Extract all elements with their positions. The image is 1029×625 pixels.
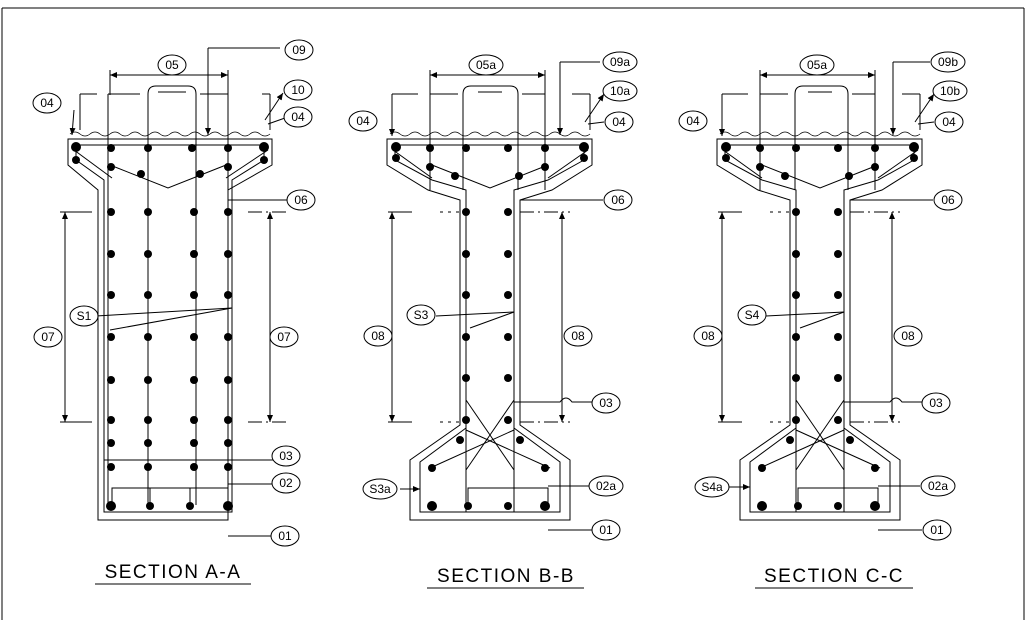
section-b-title: SECTION B-B	[437, 566, 575, 587]
section-a-outline	[67, 138, 273, 521]
tag-bubbles	[32, 39, 968, 547]
tag-c-height-left: 08	[701, 329, 715, 343]
tag-a-height-left: 07	[41, 330, 55, 344]
tag-b-link: 03	[599, 396, 613, 410]
tag-b-right-mid: 10a	[610, 84, 630, 98]
tag-labels: 05 04 09 10 04 06 07 07 S1 03 02 01 05a …	[40, 43, 960, 543]
tag-b-stirrup: S3	[414, 308, 429, 322]
section-c-c	[716, 61, 935, 531]
tag-a-height-right: 07	[277, 330, 291, 344]
tag-b-height-right: 08	[571, 329, 585, 343]
tag-c-right-mid: 10b	[940, 84, 960, 98]
tag-a-bottom-main: 01	[278, 529, 292, 543]
tag-a-top: 05	[165, 58, 179, 72]
tag-b-left-top: 04	[356, 114, 370, 128]
tag-c-web: 06	[941, 193, 955, 207]
section-a-title: SECTION A-A	[105, 562, 242, 583]
section-titles: SECTION A-A SECTION B-B SECTION C-C	[105, 562, 904, 587]
tag-c-right-low: 04	[942, 115, 956, 129]
section-b-outline	[386, 138, 593, 521]
section-c-rebars	[721, 142, 919, 511]
tag-a-right-mid: 10	[291, 83, 305, 97]
tag-a-left-top: 04	[40, 96, 54, 110]
tag-a-stirrup: S1	[77, 309, 92, 323]
tag-a-right-top: 09	[292, 43, 306, 57]
tag-a-link: 03	[279, 449, 293, 463]
tag-c-stirrup: S4	[745, 308, 760, 322]
tag-c-right-top: 09b	[938, 55, 958, 69]
tag-c-heel: S4a	[701, 480, 723, 494]
tag-b-top: 05a	[476, 58, 496, 72]
section-c-title: SECTION C-C	[764, 566, 904, 587]
tag-a-bottom-bar: 02	[279, 476, 293, 490]
title-underlines	[95, 583, 913, 589]
section-a-web-links	[107, 85, 229, 190]
section-a-a	[60, 47, 290, 537]
section-a-chevron	[109, 164, 227, 189]
tag-c-top: 05a	[807, 58, 827, 72]
tag-a-web: 06	[294, 193, 308, 207]
tag-b-bottom-bar: 02a	[596, 479, 616, 493]
tag-c-link: 03	[929, 396, 943, 410]
section-a-rebars	[71, 142, 269, 511]
tag-b-right-low: 04	[612, 115, 626, 129]
tag-b-web: 06	[611, 193, 625, 207]
section-b-inner-outline	[394, 144, 585, 513]
tag-a-right-low: 04	[291, 110, 305, 124]
tag-c-bottom-bar: 02a	[928, 479, 948, 493]
tag-c-left-top: 04	[686, 114, 700, 128]
tag-b-right-top: 09a	[610, 55, 630, 69]
section-b-rebars	[391, 142, 589, 511]
section-b-b	[386, 61, 605, 531]
section-a-top-links	[79, 93, 271, 130]
section-a-roughness	[69, 131, 271, 137]
tag-c-height-right: 08	[901, 329, 915, 343]
tag-b-height-left: 08	[371, 329, 385, 343]
tag-b-bottom-main: 01	[599, 523, 613, 537]
tag-c-bottom-main: 01	[930, 523, 944, 537]
tag-b-heel: S3a	[369, 482, 391, 496]
